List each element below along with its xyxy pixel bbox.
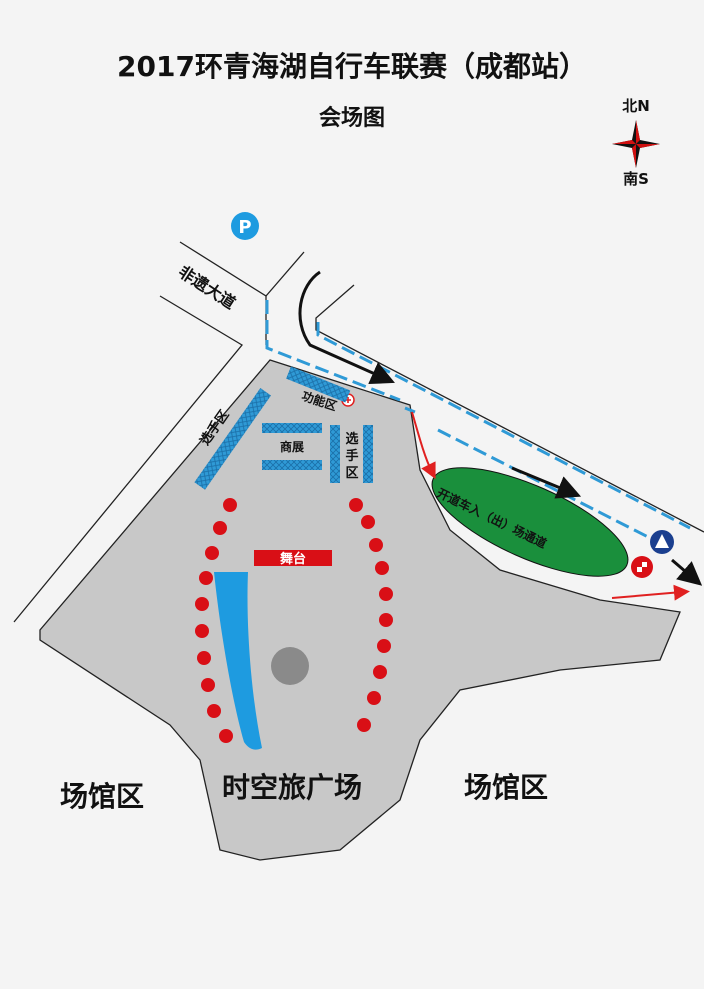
barrier-dot (223, 498, 237, 512)
venue-right-label: 场馆区 (464, 771, 548, 804)
barrier-dot (349, 498, 363, 512)
avenue-lower-edge (13, 295, 243, 623)
avenue-label: 非遗大道 (175, 262, 239, 313)
parking-icon (231, 212, 259, 240)
parking-symbol: P (238, 217, 251, 238)
barrier-dot (197, 651, 211, 665)
compass-north-label: 北N (622, 97, 650, 115)
athlete-area-2-left (330, 425, 340, 483)
avenue-top-edge (265, 251, 305, 297)
barrier-dot (195, 624, 209, 638)
barrier-dot (357, 718, 371, 732)
athlete-area-2-right (363, 425, 373, 483)
barrier-dot (379, 613, 393, 627)
barrier-dots (195, 498, 393, 743)
commerce-area-label: 商展 (280, 439, 304, 454)
red-entry-arrow-icon (411, 411, 436, 480)
traffic-arrows-red (411, 411, 690, 601)
entry-arrow-icon (298, 270, 395, 385)
stage-block (254, 550, 332, 566)
athlete-area-1-block (194, 388, 272, 490)
water-feature (214, 572, 262, 750)
exit-arrow-icon (671, 558, 703, 586)
commerce-bar-bottom (262, 460, 322, 470)
barrier-dot (361, 515, 375, 529)
athlete-area-2-char-2: 手 (345, 448, 358, 464)
plaza-label: 时空旅广场 (222, 771, 362, 804)
medical-marker (631, 556, 653, 578)
athlete-area-2-char-1: 选 (345, 431, 358, 447)
barrier-dot (199, 571, 213, 585)
parking-marker: P (231, 212, 259, 240)
barrier-dot (379, 587, 393, 601)
lawn-arrow-icon (511, 466, 582, 499)
compass-south-label: 南S (623, 170, 649, 188)
compass-star-icon (612, 120, 660, 168)
barrier-dot (377, 639, 391, 653)
commerce-bar-top (262, 423, 322, 433)
route-dashes (265, 300, 691, 540)
barrier-dot (195, 597, 209, 611)
barrier-dot (205, 546, 219, 560)
compass-rose: 北N 南S (612, 97, 660, 188)
stage-label: 舞台 (279, 551, 306, 567)
map-subtitle: 会场图 (319, 105, 385, 131)
red-exit-arrow-icon (611, 584, 690, 601)
barrier-dot (375, 561, 389, 575)
barrier-dot (207, 704, 221, 718)
map-title: 2017环青海湖自行车联赛（成都站） (117, 50, 587, 83)
safety-marker (650, 530, 674, 554)
barrier-dot (219, 729, 233, 743)
function-area-block (286, 366, 351, 403)
barrier-dot (201, 678, 215, 692)
barrier-dot (213, 521, 227, 535)
fountain-circle (271, 647, 309, 685)
venue-left-label: 场馆区 (60, 780, 144, 813)
barrier-dot (367, 691, 381, 705)
athlete-area-2-char-3: 区 (345, 466, 358, 481)
road-outlines (13, 241, 704, 623)
barrier-dot (373, 665, 387, 679)
barrier-dot (369, 538, 383, 552)
traffic-arrows-black (298, 270, 703, 586)
road-right-edge (315, 284, 704, 533)
